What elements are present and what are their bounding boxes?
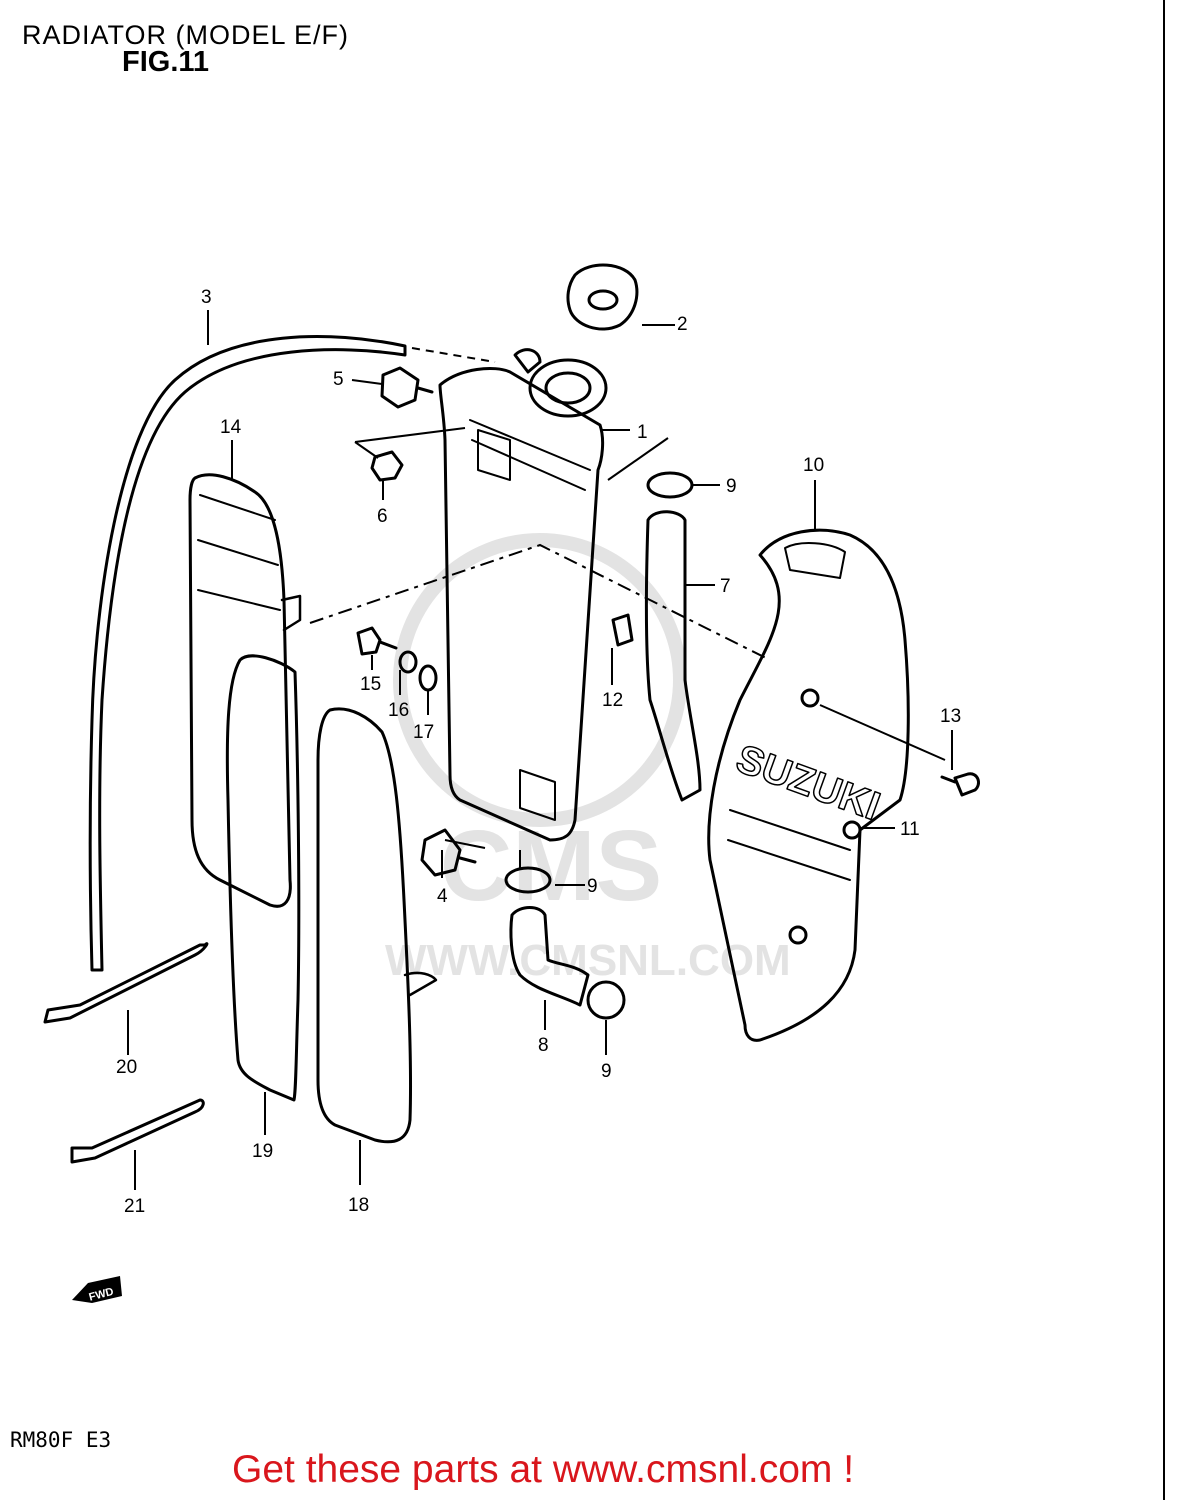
callout-4: 4: [437, 886, 448, 907]
part-4-mount-bushing: [420, 828, 477, 877]
callout-labels: 1 2 3 4 5 6 7 8 9 9 9 10 11 12 13 14 15 …: [116, 287, 961, 1217]
callout-18: 18: [348, 1195, 369, 1216]
callout-13: 13: [940, 706, 961, 727]
footer-link-text[interactable]: Get these parts at www.cmsnl.com !: [232, 1448, 855, 1491]
figure-number: FIG.11: [122, 46, 210, 78]
callout-20: 20: [116, 1057, 137, 1078]
callout-5: 5: [333, 369, 344, 390]
part-10-radiator-cover: [707, 528, 910, 1042]
model-code: RM80F E3: [10, 1428, 112, 1452]
callout-16: 16: [388, 700, 409, 721]
part-11-decal: [727, 809, 851, 881]
brand-decal-text: SUZUKI: [731, 737, 886, 829]
part-21-strap: [70, 1098, 205, 1164]
callout-6: 6: [377, 506, 388, 527]
part-20-strap: [43, 942, 209, 1024]
part-9-hose-clamp-upper: [646, 471, 694, 499]
callout-9-upper: 9: [726, 476, 737, 497]
part-9-hose-clamp-lower: [586, 980, 626, 1020]
callout-12: 12: [602, 690, 623, 711]
callout-21: 21: [124, 1196, 145, 1217]
part-7-upper-hose: [644, 510, 702, 802]
callout-7: 7: [720, 576, 731, 597]
callout-9-middle: 9: [587, 876, 598, 897]
part-8-lower-hose: [509, 906, 590, 1007]
part-13-screw: [940, 772, 980, 797]
callout-2: 2: [677, 314, 688, 335]
callout-3: 3: [201, 287, 212, 308]
watermark-logo: CMS: [440, 810, 662, 922]
callout-8: 8: [538, 1035, 549, 1056]
page-edge-line: [1163, 0, 1165, 1500]
forward-arrow-icon: FWD: [72, 1276, 122, 1304]
callout-19: 19: [252, 1141, 273, 1162]
part-17-washer: [418, 664, 438, 692]
part-5-mount-bolt: [380, 366, 434, 409]
part-12-bracket: [611, 613, 634, 647]
callout-17: 17: [413, 722, 434, 743]
callout-11: 11: [900, 819, 920, 840]
callout-15: 15: [360, 674, 381, 695]
part-2-radiator-cap: [566, 263, 639, 331]
part-14-radiator-grille: [188, 473, 302, 908]
callout-1: 1: [637, 422, 648, 443]
part-15-bolt: [356, 626, 398, 656]
leader-lines: [127, 310, 953, 1190]
part-18-shroud: [316, 707, 413, 1144]
part-1-radiator: [438, 348, 608, 842]
part-16-washer: [398, 650, 418, 674]
callout-14: 14: [220, 417, 242, 438]
part-6-nut: [370, 450, 404, 482]
part-9-hose-clamp-middle: [504, 866, 552, 894]
part-3-overflow-hose: [88, 335, 407, 972]
part-19-shroud: [225, 654, 301, 1102]
callout-9-lower: 9: [601, 1061, 612, 1082]
diagram-title: RADIATOR (MODEL E/F): [22, 20, 350, 50]
callout-10: 10: [803, 455, 824, 476]
